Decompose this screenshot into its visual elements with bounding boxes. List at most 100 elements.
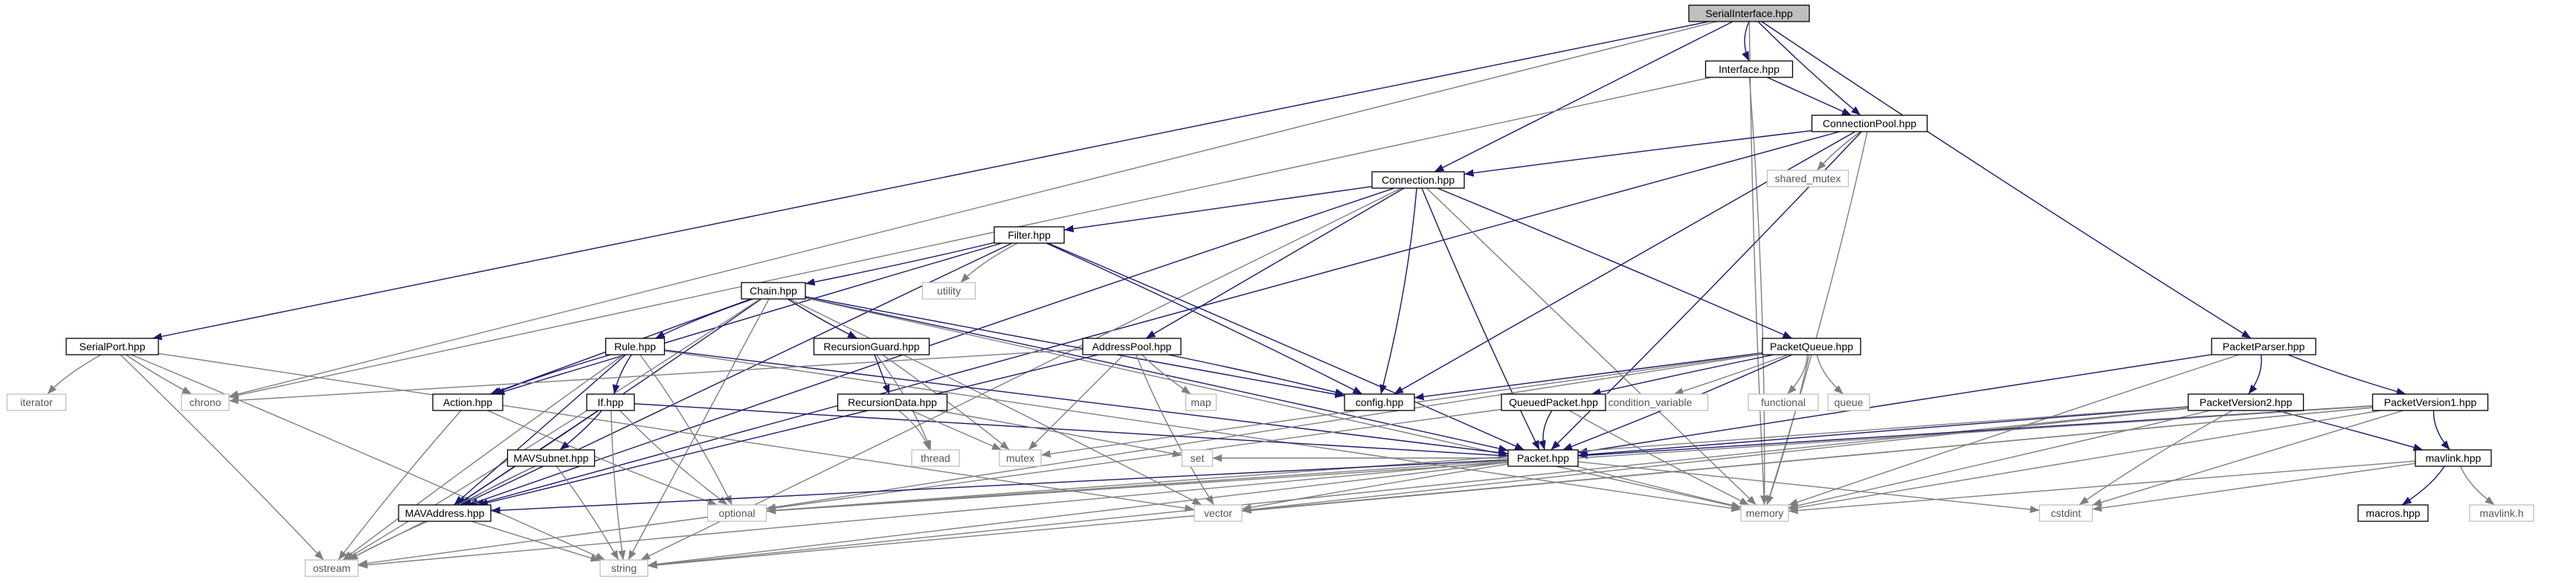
node-box — [605, 338, 666, 355]
node-iterator[interactable]: iterator — [6, 393, 67, 411]
edge-Chain-to-RecursionGuard — [787, 298, 857, 339]
node-box — [2371, 393, 2489, 411]
node-box — [911, 449, 960, 467]
node-label: QueuedPacket.hpp — [1509, 396, 1598, 408]
node-map[interactable]: map — [1185, 393, 1217, 411]
node-Action[interactable]: Action.hpp — [432, 393, 503, 411]
node-label: chrono — [190, 396, 222, 408]
node-label: shared_mutex — [1775, 173, 1841, 184]
node-optional[interactable]: optional — [706, 504, 767, 522]
node-Chain[interactable]: Chain.hpp — [741, 282, 806, 300]
edge-RecursionData-to-thread — [898, 410, 930, 451]
node-RecursionData[interactable]: RecursionData.hpp — [837, 393, 948, 411]
node-label: SerialInterface.hpp — [1705, 7, 1793, 19]
edge-Packet-to-vector — [1241, 463, 1509, 512]
node-box — [1185, 393, 1217, 411]
node-Filter[interactable]: Filter.hpp — [994, 226, 1065, 244]
node-label: queue — [1835, 396, 1864, 408]
node-shared_mutex[interactable]: shared_mutex — [1766, 170, 1849, 187]
node-label: utility — [937, 285, 961, 297]
edge-Chain-to-ostream — [344, 298, 761, 561]
node-chrono[interactable]: chrono — [181, 393, 230, 411]
edge-Filter-to-config — [1046, 242, 1363, 395]
node-macros[interactable]: macros.hpp — [2357, 504, 2429, 522]
node-label: ostream — [313, 562, 351, 574]
node-label: mavlink.hpp — [2426, 452, 2482, 464]
node-set[interactable]: set — [1181, 449, 1214, 467]
node-box — [921, 282, 976, 300]
edge-PacketParser-to-PacketVersion1 — [2287, 354, 2406, 396]
edge-PacketVersion2-to-optional — [766, 405, 2189, 515]
node-condition_variable[interactable]: condition_variable — [1591, 393, 1709, 411]
node-RecursionGuard[interactable]: RecursionGuard.hpp — [813, 338, 930, 355]
edge-If-to-Packet — [634, 403, 1509, 460]
node-ostream[interactable]: ostream — [304, 559, 359, 577]
node-label: If.hpp — [597, 396, 623, 408]
edge-SerialPort-to-ostream — [120, 354, 324, 561]
node-SerialInterface[interactable]: SerialInterface.hpp — [1688, 4, 1810, 22]
edge-AddressPool-to-vector — [1136, 354, 1214, 506]
node-mutex[interactable]: mutex — [999, 449, 1042, 467]
node-mavlink_h[interactable]: mavlink.h — [2469, 504, 2534, 522]
node-utility[interactable]: utility — [921, 282, 976, 300]
edge-Packet-to-ostream — [358, 460, 1509, 569]
edge-PacketQueue-to-optional — [766, 353, 1763, 511]
node-Interface[interactable]: Interface.hpp — [1704, 60, 1794, 78]
edge-Connection-to-string — [640, 187, 1402, 561]
edge-mavlink-to-mavlink_h — [2460, 466, 2495, 506]
edge-Chain-to-memory — [805, 297, 1742, 510]
node-thread[interactable]: thread — [911, 449, 960, 467]
node-MAVAddress[interactable]: MAVAddress.hpp — [398, 504, 492, 522]
node-QueuedPacket[interactable]: QueuedPacket.hpp — [1501, 393, 1606, 411]
edge-PacketParser-to-Packet — [1577, 354, 2212, 455]
node-label: Action.hpp — [443, 396, 492, 408]
node-PacketParser[interactable]: PacketParser.hpp — [2211, 338, 2316, 355]
node-label: cstdint — [2051, 507, 2081, 519]
edge-SerialInterface-to-SerialPort — [152, 21, 1710, 341]
edge-Filter-to-Action — [495, 242, 1002, 396]
edge-Connection-to-PacketQueue — [1437, 187, 1793, 339]
node-vector[interactable]: vector — [1194, 504, 1243, 522]
node-MAVSubnet[interactable]: MAVSubnet.hpp — [506, 449, 596, 467]
node-Connection[interactable]: Connection.hpp — [1371, 171, 1465, 189]
node-SerialPort[interactable]: SerialPort.hpp — [65, 338, 159, 355]
edge-Action-to-ostream — [338, 410, 462, 561]
node-queue[interactable]: queue — [1827, 393, 1870, 411]
edge-Chain-to-Rule — [654, 298, 753, 339]
node-PacketVersion2[interactable]: PacketVersion2.hpp — [2187, 393, 2305, 411]
node-config[interactable]: config.hpp — [1344, 393, 1415, 411]
node-box — [1748, 393, 1819, 411]
edge-Chain-to-Packet — [805, 297, 1509, 452]
edge-PacketVersion1-to-memory — [1788, 410, 2382, 512]
node-Rule[interactable]: Rule.hpp — [605, 338, 666, 355]
node-mavlink[interactable]: mavlink.hpp — [2415, 449, 2492, 467]
node-label: functional — [1761, 396, 1806, 408]
node-string[interactable]: string — [599, 559, 648, 577]
node-box — [2469, 504, 2534, 522]
node-box — [1740, 504, 1789, 522]
node-box — [181, 393, 230, 411]
node-label: thread — [921, 452, 950, 464]
node-box — [432, 393, 503, 411]
edge-PacketQueue-to-functional — [1787, 354, 1809, 395]
node-ConnectionPool[interactable]: ConnectionPool.hpp — [1811, 115, 1928, 132]
edge-If-to-optional — [619, 410, 728, 506]
edge-Packet-to-MAVAddress — [490, 459, 1509, 515]
node-Packet[interactable]: Packet.hpp — [1507, 449, 1579, 467]
node-label: ConnectionPool.hpp — [1823, 117, 1916, 129]
edge-Filter-to-Packet — [1048, 242, 1524, 451]
edge-PacketVersion2-to-vector — [1241, 408, 2189, 514]
node-cstdint[interactable]: cstdint — [2038, 504, 2093, 522]
edge-QueuedPacket-to-ostream — [358, 408, 1502, 567]
node-functional[interactable]: functional — [1748, 393, 1819, 411]
node-AddressPool[interactable]: AddressPool.hpp — [1082, 338, 1182, 355]
node-label: PacketVersion1.hpp — [2384, 396, 2477, 408]
node-PacketQueue[interactable]: PacketQueue.hpp — [1762, 338, 1861, 355]
node-box — [1811, 115, 1928, 132]
edge-Packet-to-optional — [766, 460, 1509, 515]
node-memory[interactable]: memory — [1740, 504, 1789, 522]
edge-AddressPool-to-mutex — [1028, 354, 1124, 451]
node-If[interactable]: If.hpp — [586, 393, 635, 411]
node-PacketVersion1[interactable]: PacketVersion1.hpp — [2371, 393, 2489, 411]
node-label: PacketVersion2.hpp — [2200, 396, 2293, 408]
